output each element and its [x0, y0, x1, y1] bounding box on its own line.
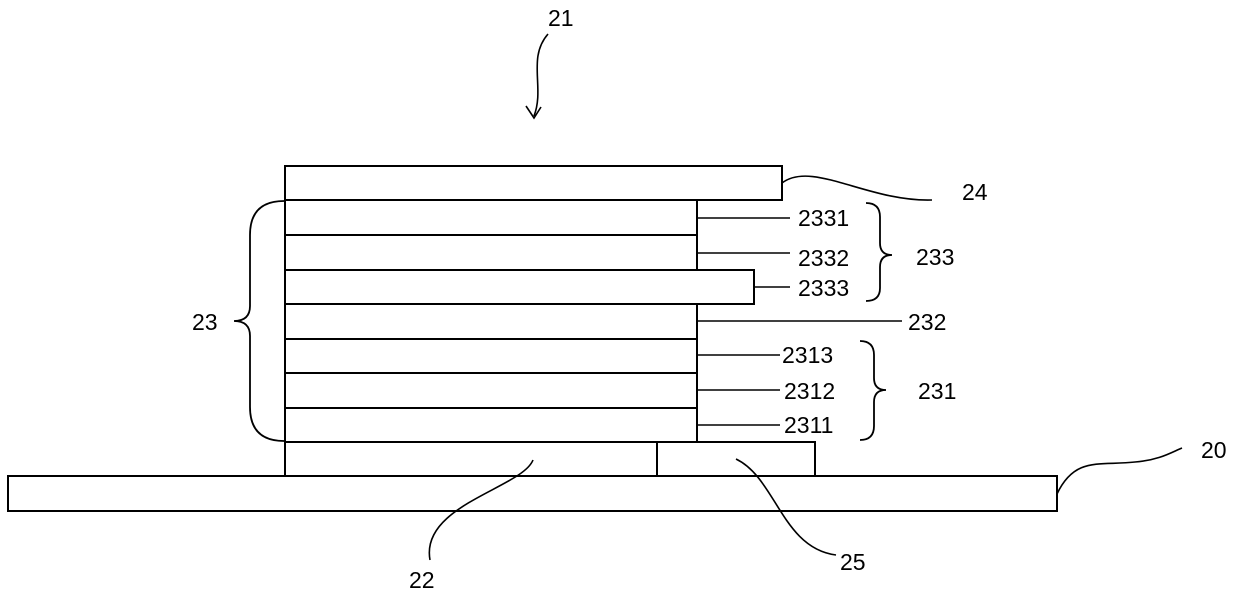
layer-2332 [285, 235, 697, 270]
layer-232 [285, 304, 697, 339]
layer-2313 [285, 339, 697, 373]
device-arrow-head [526, 106, 541, 118]
label-25: 25 [840, 549, 866, 575]
label-23: 23 [192, 309, 218, 335]
label-232: 232 [908, 309, 946, 335]
brace-23 [234, 201, 284, 441]
layer-2312 [285, 373, 697, 408]
label-24: 24 [962, 179, 988, 205]
layer-2333 [285, 270, 754, 304]
device-arrow [534, 34, 548, 116]
label-2313: 2313 [782, 342, 833, 368]
first-electrode-22 [285, 442, 657, 476]
label-22: 22 [409, 567, 435, 593]
brace-231 [860, 341, 886, 440]
label-2331: 2331 [798, 205, 849, 231]
lead-20 [1057, 448, 1182, 494]
lead-24 [782, 176, 932, 200]
layer-2331 [285, 200, 697, 235]
label-2332: 2332 [798, 245, 849, 271]
brace-233 [866, 203, 892, 301]
label-231: 231 [918, 378, 956, 404]
label-2312: 2312 [784, 378, 835, 404]
label-2311: 2311 [784, 412, 833, 438]
second-electrode-24 [285, 166, 782, 200]
substrate-20 [8, 476, 1057, 511]
label-device: 21 [548, 5, 574, 31]
layer-2311 [285, 408, 697, 442]
label-20: 20 [1201, 437, 1227, 463]
label-233: 233 [916, 244, 954, 270]
label-2333: 2333 [798, 275, 849, 301]
